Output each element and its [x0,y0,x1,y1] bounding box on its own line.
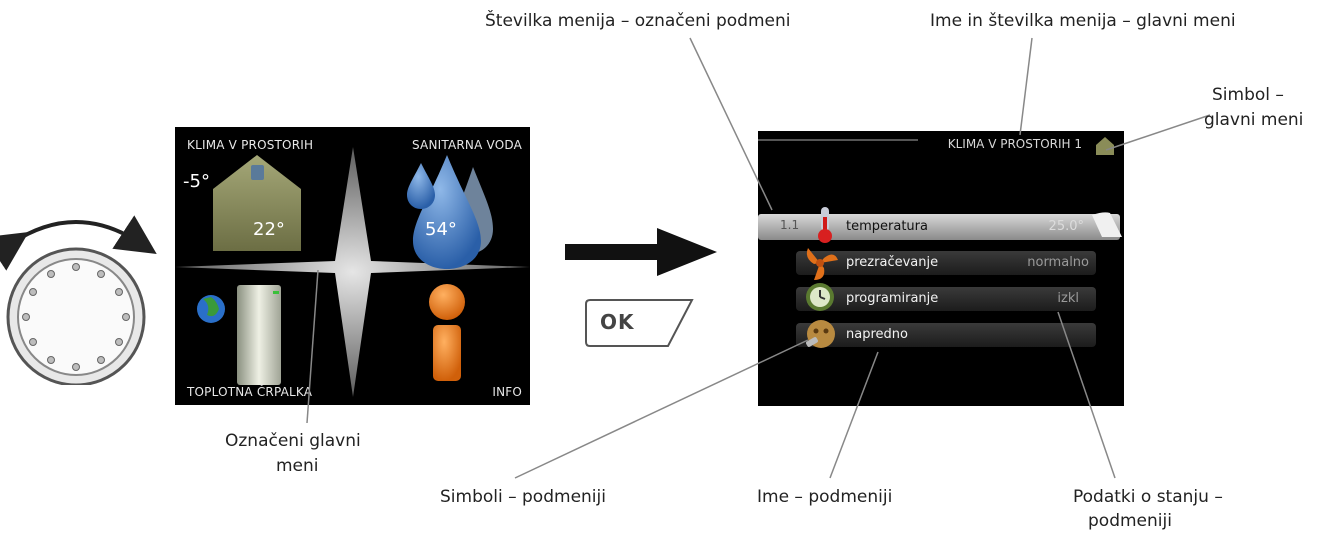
callout-selected-main-2: meni [276,456,319,476]
ok-label: OK [600,310,635,334]
callout-name-number-main: Ime in številka menija – glavni meni [930,11,1236,31]
info-icon [429,284,465,381]
row-value-programiranje: izkl [1057,291,1079,306]
heat-pump-icon [237,285,281,385]
room-climate-label[interactable]: KLIMA V PROSTORIH [187,138,314,152]
water-drops-icon [407,155,493,269]
submenu-screen: KLIMA V PROSTORIH 1 1.1 temperatura 25.0… [758,131,1124,406]
selection-corner-icon [1092,212,1122,237]
header-line [758,139,918,141]
rotate-arrow-icon [0,215,157,271]
control-knob[interactable] [0,215,160,385]
selected-menu-number: 1.1 [780,218,800,232]
callout-symbol-main-2: glavni meni [1204,110,1304,130]
thermometer-icon [818,207,832,243]
transition-arrow [565,222,720,282]
callout-name-sub: Ime – podmeniji [757,487,893,507]
row-name-napredno: napredno [846,327,908,342]
main-menu-screen: KLIMA V PROSTORIH SANITARNA VODA TOPLOTN… [175,127,530,405]
row-value-prezracevanje: normalno [1027,255,1089,270]
row-name-temperatura: temperatura [846,219,928,234]
row-programiranje[interactable] [796,287,1096,311]
globe-icon [197,295,225,323]
main-menu-graphics [175,147,530,397]
row-prezracevanje[interactable] [796,251,1096,275]
room-temp: 22° [253,219,285,240]
ok-button[interactable]: OK [584,298,696,348]
callout-menu-number: Številka menija – označeni podmeni [485,11,791,31]
outdoor-temp: -5° [183,171,210,192]
selection-star [175,147,530,397]
info-label[interactable]: INFO [492,385,522,399]
row-name-programiranje: programiranje [846,291,939,306]
callout-status-sub-1: Podatki o stanju – [1073,487,1223,507]
main-menu-house-icon [1096,137,1114,155]
advanced-icon [806,320,835,348]
callout-symbols-sub: Simboli – podmeniji [440,487,606,507]
water-temp: 54° [425,219,457,240]
row-value-temperatura: 25.0° [1048,219,1084,234]
callout-status-sub-2: podmeniji [1088,511,1172,531]
heat-pump-label[interactable]: TOPLOTNA ČRPALKA [187,385,313,399]
fan-icon [806,248,838,280]
row-napredno[interactable] [796,323,1096,347]
callout-symbol-main-1: Simbol – [1212,85,1284,105]
submenu-title: KLIMA V PROSTORIH 1 [947,137,1082,151]
row-name-prezracevanje: prezračevanje [846,255,939,270]
callout-selected-main-1: Označeni glavni [225,431,361,451]
house-icon [213,155,301,251]
hot-water-label[interactable]: SANITARNA VODA [412,138,522,152]
clock-icon [806,283,834,311]
